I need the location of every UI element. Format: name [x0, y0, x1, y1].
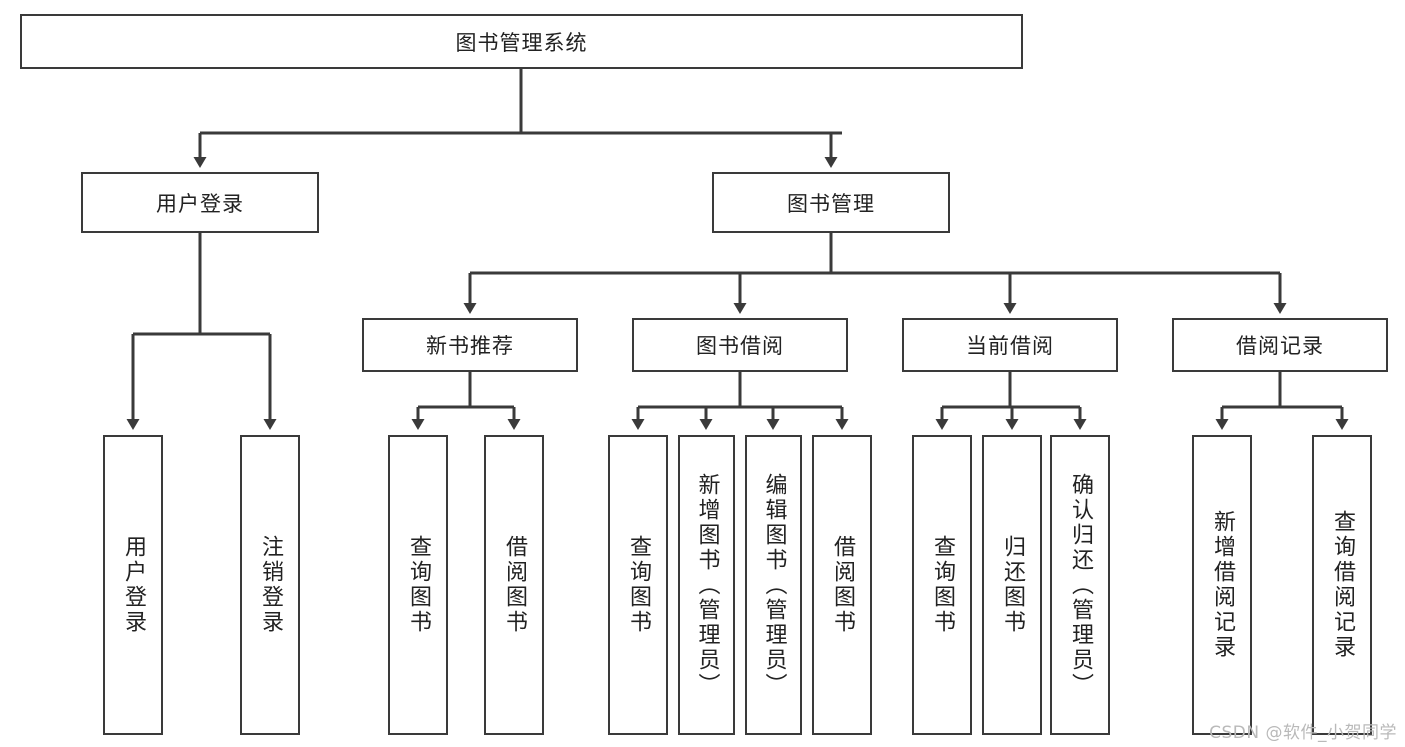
node-book-borrow[interactable]: 图书借阅: [632, 318, 848, 372]
leaf-borrow-book-newbook-label: 借阅图书: [502, 535, 527, 635]
leaf-add-borrow-record[interactable]: 新增借阅记录: [1192, 435, 1252, 735]
leaf-query-borrow-record-label: 查询借阅记录: [1330, 510, 1355, 660]
node-book-borrow-label: 图书借阅: [696, 334, 784, 358]
leaf-query-borrow-record[interactable]: 查询借阅记录: [1312, 435, 1372, 735]
leaf-query-book-newbook-label: 查询图书: [406, 535, 431, 635]
leaf-logout[interactable]: 注销登录: [240, 435, 300, 735]
leaf-user-login-label: 用户登录: [121, 535, 146, 635]
node-new-book-recommend[interactable]: 新书推荐: [362, 318, 578, 372]
leaf-logout-label: 注销登录: [258, 535, 283, 635]
node-book-management[interactable]: 图书管理: [712, 172, 950, 233]
leaf-edit-book-admin[interactable]: 编辑图书（管理员）: [745, 435, 802, 735]
leaf-borrow-book-label: 借阅图书: [830, 535, 855, 635]
leaf-return-book-label: 归还图书: [1000, 535, 1025, 635]
leaf-query-book-current[interactable]: 查询图书: [912, 435, 972, 735]
leaf-user-login[interactable]: 用户登录: [103, 435, 163, 735]
leaf-query-book-newbook[interactable]: 查询图书: [388, 435, 448, 735]
leaf-edit-book-admin-label: 编辑图书（管理员）: [761, 472, 787, 698]
node-borrow-record[interactable]: 借阅记录: [1172, 318, 1388, 372]
node-current-borrow-label: 当前借阅: [966, 334, 1054, 358]
leaf-return-book[interactable]: 归还图书: [982, 435, 1042, 735]
leaf-add-book-admin-label: 新增图书（管理员）: [694, 472, 720, 698]
leaf-borrow-book-newbook[interactable]: 借阅图书: [484, 435, 544, 735]
node-root-label: 图书管理系统: [455, 30, 588, 55]
leaf-query-book-borrow-label: 查询图书: [626, 535, 651, 635]
node-book-management-label: 图书管理: [787, 191, 875, 216]
leaf-add-borrow-record-label: 新增借阅记录: [1210, 510, 1235, 660]
node-user-login[interactable]: 用户登录: [81, 172, 319, 233]
node-current-borrow[interactable]: 当前借阅: [902, 318, 1118, 372]
leaf-confirm-return-admin-label: 确认归还（管理员）: [1068, 472, 1093, 698]
leaf-borrow-book[interactable]: 借阅图书: [812, 435, 872, 735]
leaf-query-book-borrow[interactable]: 查询图书: [608, 435, 668, 735]
leaf-query-book-current-label: 查询图书: [930, 535, 955, 635]
node-new-book-recommend-label: 新书推荐: [426, 334, 514, 358]
node-borrow-record-label: 借阅记录: [1236, 334, 1324, 358]
node-user-login-label: 用户登录: [156, 191, 244, 216]
node-root[interactable]: 图书管理系统: [20, 14, 1023, 69]
leaf-confirm-return-admin[interactable]: 确认归还（管理员）: [1050, 435, 1110, 735]
leaf-add-book-admin[interactable]: 新增图书（管理员）: [678, 435, 735, 735]
